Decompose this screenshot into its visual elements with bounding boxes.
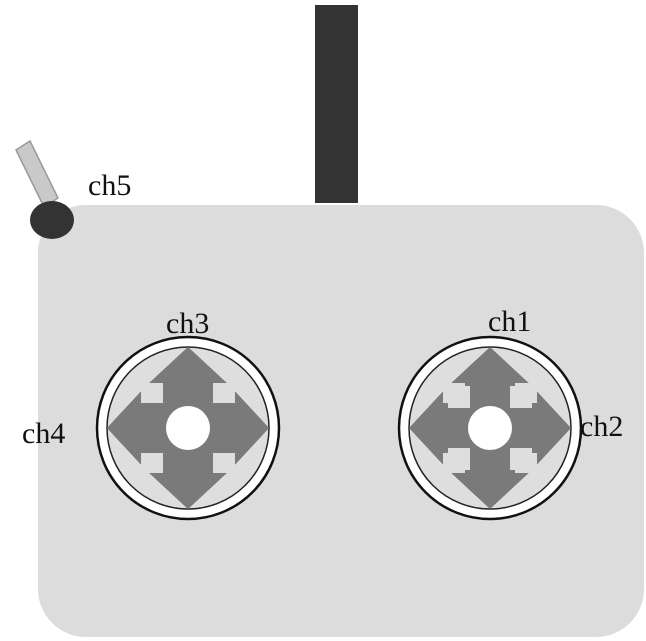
label-ch1: ch1 (488, 305, 531, 338)
left-stick-pad-nw (141, 383, 163, 403)
left-stick-pad-sw (141, 453, 163, 473)
left-stick-pad-ne (213, 383, 235, 403)
right-stick-center (468, 406, 512, 450)
label-ch2: ch2 (580, 410, 623, 443)
antenna (315, 5, 358, 203)
label-ch3: ch3 (166, 307, 209, 340)
right-stick (397, 335, 583, 521)
right-stick-pad-se (515, 453, 537, 473)
transmitter-body (38, 205, 644, 637)
right-stick-pad-nw (443, 383, 465, 403)
left-stick-pad-se (213, 453, 235, 473)
left-stick (95, 335, 281, 521)
label-ch4: ch4 (22, 417, 65, 450)
switch-knob (30, 201, 74, 239)
left-stick-center (166, 406, 210, 450)
right-stick-pad-ne (515, 383, 537, 403)
toggle-switch-ch5 (15, 139, 74, 239)
right-stick-pad-sw (443, 453, 465, 473)
label-ch5: ch5 (88, 169, 131, 202)
switch-lever (15, 139, 59, 209)
